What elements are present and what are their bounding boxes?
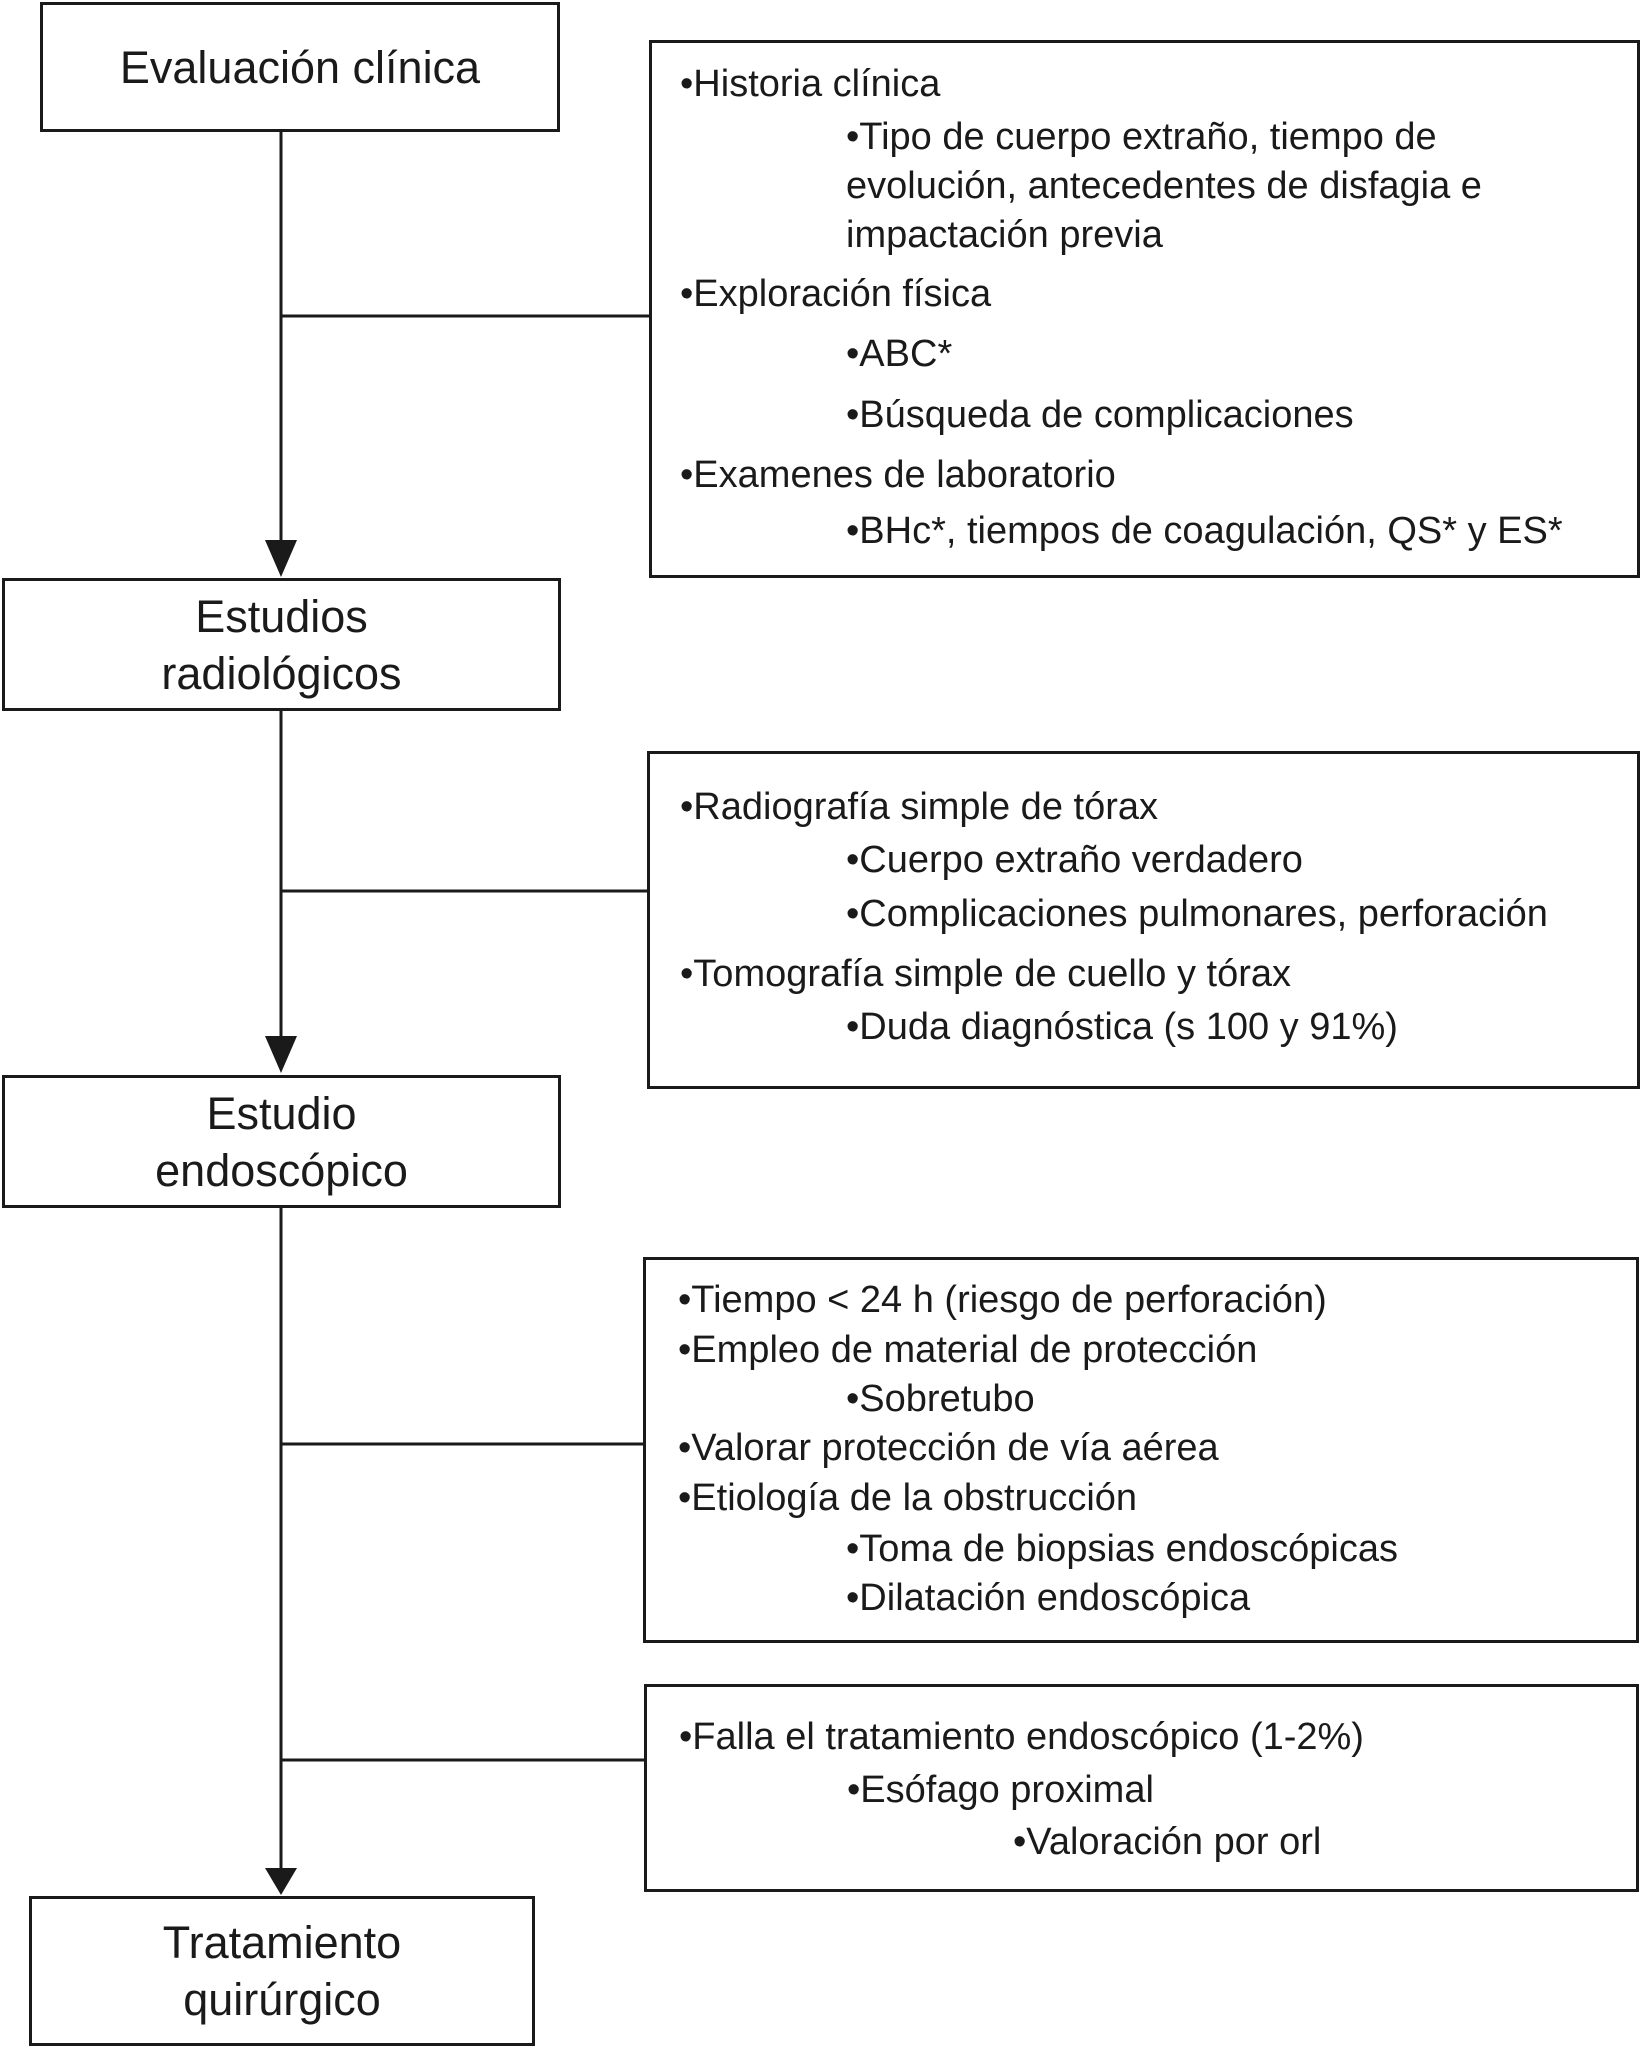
note-endoscopico: •Tiempo < 24 h (riesgo de perforación) •… [643,1257,1639,1643]
arrowhead [265,540,297,577]
step-tratamiento-quirurgico: Tratamiento quirúrgico [29,1896,535,2046]
step-estudios-radiologicos: Estudios radiológicos [2,578,561,711]
note-item: •Tiempo < 24 h (riesgo de perforación) [678,1279,1327,1321]
note-item: •Radiografía simple de tórax [680,786,1158,828]
note-subitem: •Esófago proximal [847,1769,1154,1811]
arrowhead [265,1036,297,1073]
note-item: •Etiología de la obstrucción [678,1477,1138,1519]
note-subitem: •Complicaciones pulmonares, perforación [846,893,1548,935]
note-subitem: •Dilatación endoscópica [846,1577,1251,1619]
step-label: Evaluación clínica [119,41,481,93]
note-item: •Tomografía simple de cuello y tórax [680,953,1292,995]
step-evaluacion-clinica: Evaluación clínica [40,2,560,132]
note-evaluacion: •Historia clínica •Tipo de cuerpo extrañ… [649,40,1640,578]
note-subitem: •ABC* [846,333,953,375]
step-label: Estudios [195,590,368,642]
note-quirurgico: •Falla el tratamiento endoscópico (1-2%)… [644,1684,1639,1892]
arrowhead [265,1868,297,1895]
note-subitem: •Tipo de cuerpo extraño, tiempo de [846,116,1437,158]
note-item: •Examenes de laboratorio [680,454,1116,496]
note-subitem: •BHc*, tiempos de coagulación, QS* y ES* [846,510,1563,552]
note-item: •Exploración física [680,273,992,315]
note-subitem: evolución, antecedentes de disfagia e [846,165,1482,207]
note-item: •Valorar protección de vía aérea [678,1427,1219,1469]
step-label: Tratamiento [162,1917,402,1968]
note-subitem: •Toma de biopsias endoscópicas [846,1528,1398,1570]
note-subitem: •Duda diagnóstica (s 100 y 91%) [846,1006,1398,1048]
note-item: •Historia clínica [680,63,941,105]
step-estudio-endoscopico: Estudio endoscópico [2,1075,561,1208]
note-subitem: impactación previa [846,214,1163,256]
note-radiologicos: •Radiografía simple de tórax •Cuerpo ext… [647,751,1640,1089]
step-label: Estudio [206,1087,357,1139]
step-label: quirúrgico [183,1974,381,2025]
note-subitem: •Cuerpo extraño verdadero [846,839,1303,881]
note-subitem: •Búsqueda de complicaciones [846,394,1354,436]
note-item: •Falla el tratamiento endoscópico (1-2%) [679,1716,1364,1758]
note-item: •Empleo de material de protección [678,1329,1258,1371]
note-subitem: •Valoración por orl [1013,1821,1322,1863]
step-label: radiológicos [161,647,402,699]
step-label: endoscópico [155,1144,408,1196]
note-subitem: •Sobretubo [846,1378,1035,1420]
